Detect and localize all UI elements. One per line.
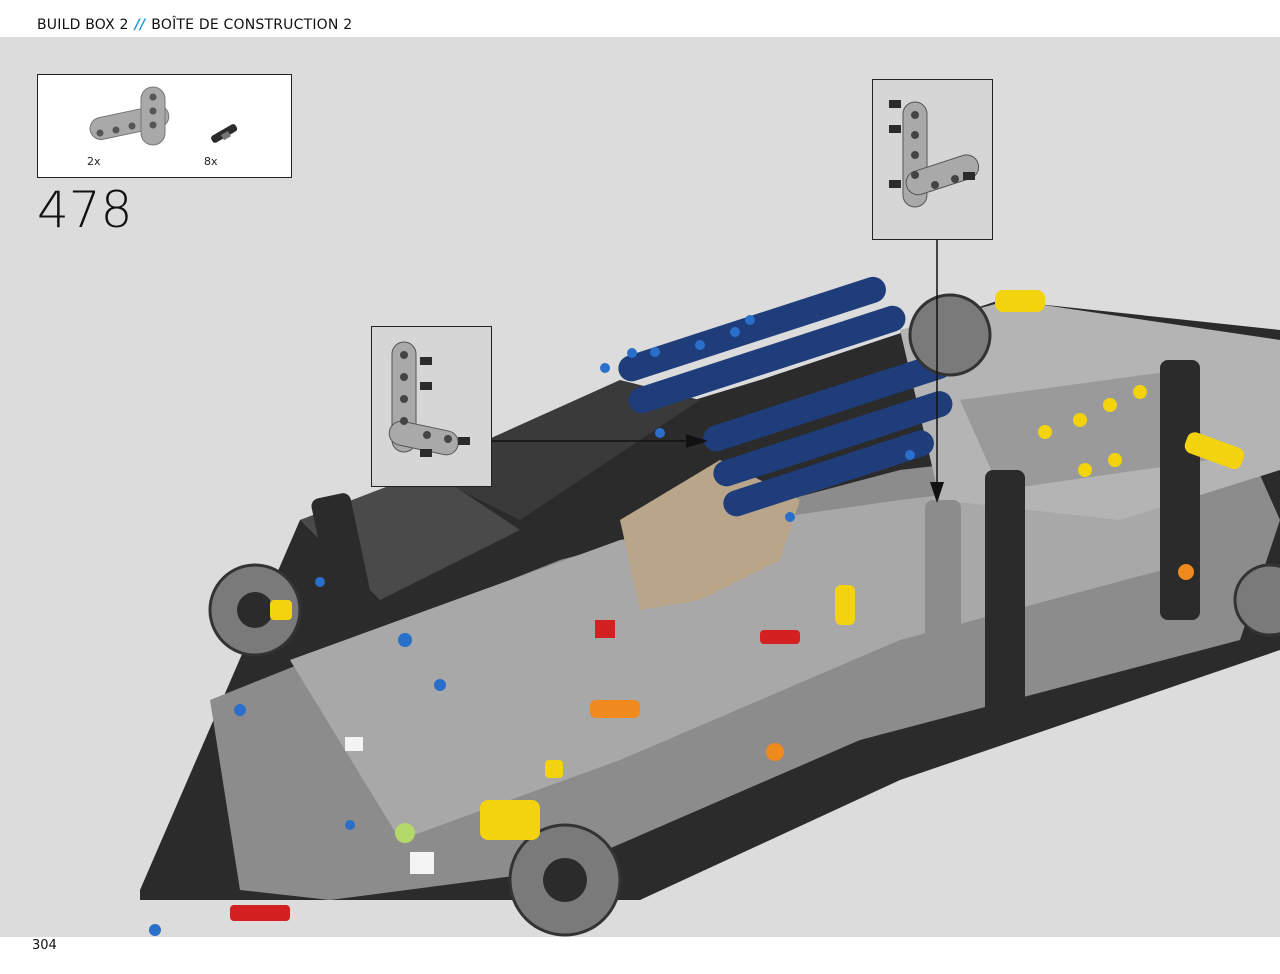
red-parts [230, 620, 800, 921]
page-footer [0, 937, 1280, 974]
header-title-fr: BOÎTE DE CONSTRUCTION 2 [151, 17, 353, 33]
pin-part [211, 124, 238, 143]
yellow-parts [270, 290, 1245, 840]
model-illustration [140, 239, 1280, 937]
arrow-head-left [686, 434, 708, 448]
arrow-head-top [930, 482, 944, 503]
blue-liftarms [618, 276, 953, 517]
blue-pins [149, 315, 915, 936]
callout-box-top [872, 79, 993, 240]
header-title: BUILD BOX 2 // BOÎTE DE CONSTRUCTION 2 [37, 17, 352, 33]
parts-graphics [89, 86, 238, 146]
quantity-pin: 8x [204, 155, 218, 168]
header-separator: // [134, 17, 146, 33]
page-header: BUILD BOX 2 // BOÎTE DE CONSTRUCTION 2 [0, 0, 1280, 37]
parts-list-box: 2x 8x [37, 74, 292, 178]
callout-box-left [371, 326, 492, 487]
callout-left-part [388, 341, 470, 457]
l-liftarm-part [89, 86, 170, 146]
orange-parts [590, 564, 1194, 761]
instruction-canvas [0, 37, 1280, 937]
callout-top-part [889, 100, 980, 208]
page-number: 304 [32, 938, 57, 953]
header-title-en: BUILD BOX 2 [37, 17, 129, 33]
quantity-liftarm: 2x [87, 155, 101, 168]
step-number: 478 [37, 181, 133, 239]
